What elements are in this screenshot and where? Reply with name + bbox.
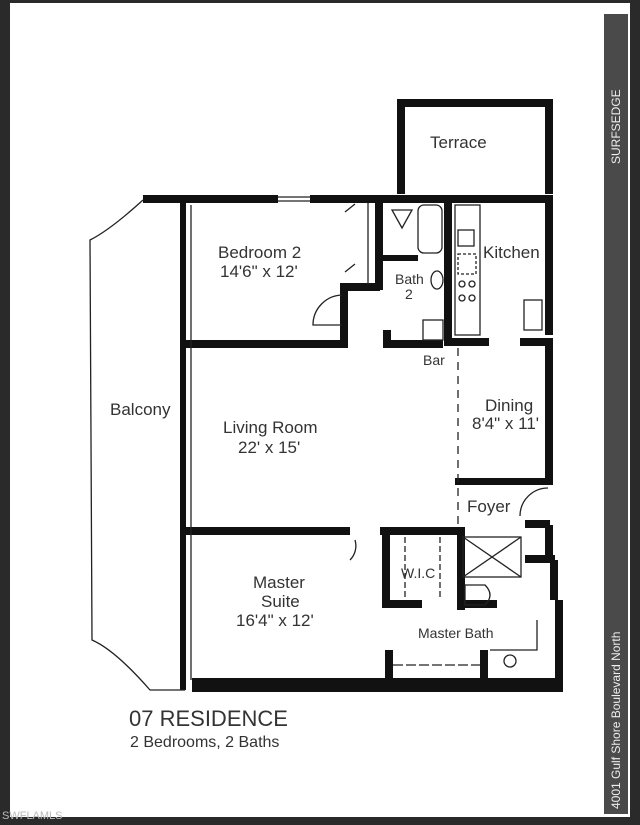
label-foyer: Foyer (467, 497, 511, 516)
balcony-outline (89, 199, 185, 691)
label-bath2-number: 2 (405, 286, 413, 302)
label-kitchen: Kitchen (483, 243, 540, 262)
wall-right-3 (545, 525, 553, 555)
brand-text: SURFSEDGE (609, 89, 623, 164)
wall-left (180, 200, 186, 690)
label-living-room: Living Room (223, 418, 318, 437)
label-bath2: Bath (395, 271, 424, 287)
sidebar-strip: SURFSEDGE 4001 Gulf Shore Boulevard Nort… (604, 14, 628, 814)
plan-subtitle: 2 Bedrooms, 2 Baths (130, 734, 280, 751)
watermark: SWFLAMLS (2, 810, 63, 822)
label-dining: Dining (485, 396, 534, 415)
wall-bottom (192, 678, 563, 692)
wall-bedroom2-right (340, 283, 348, 348)
wall-terrace-left (397, 99, 405, 194)
label-terrace: Terrace (430, 133, 487, 152)
label-bedroom2: Bedroom 2 (218, 243, 302, 262)
label-suite: Suite (261, 592, 300, 611)
label-master-bath: Master Bath (418, 625, 494, 641)
wall-terrace-right (545, 99, 553, 194)
wall-right-1 (545, 195, 553, 335)
address-text: 4001 Gulf Shore Boulevard North (609, 631, 623, 809)
wall-master-top (180, 527, 350, 535)
plan-title: 07 RESIDENCE (129, 706, 288, 731)
label-living-room-size: 22' x 15' (238, 438, 301, 457)
wall-bedroom2-bottom (180, 340, 345, 348)
label-bedroom2-size: 14'6" x 12' (220, 262, 298, 281)
label-bar: Bar (423, 352, 445, 368)
wall-right-4 (550, 560, 558, 600)
label-master: Master (253, 573, 305, 592)
label-dining-size: 8'4" x 11' (472, 414, 540, 433)
label-wic: W.I.C (401, 565, 436, 581)
wall-terrace-top (397, 99, 553, 107)
label-balcony: Balcony (110, 400, 171, 419)
wall-right-5 (555, 600, 563, 692)
wall-top-2 (310, 195, 553, 203)
wall-top-1 (143, 195, 278, 203)
label-master-size: 16'4" x 12' (236, 611, 314, 630)
wall-right-2 (545, 345, 553, 485)
